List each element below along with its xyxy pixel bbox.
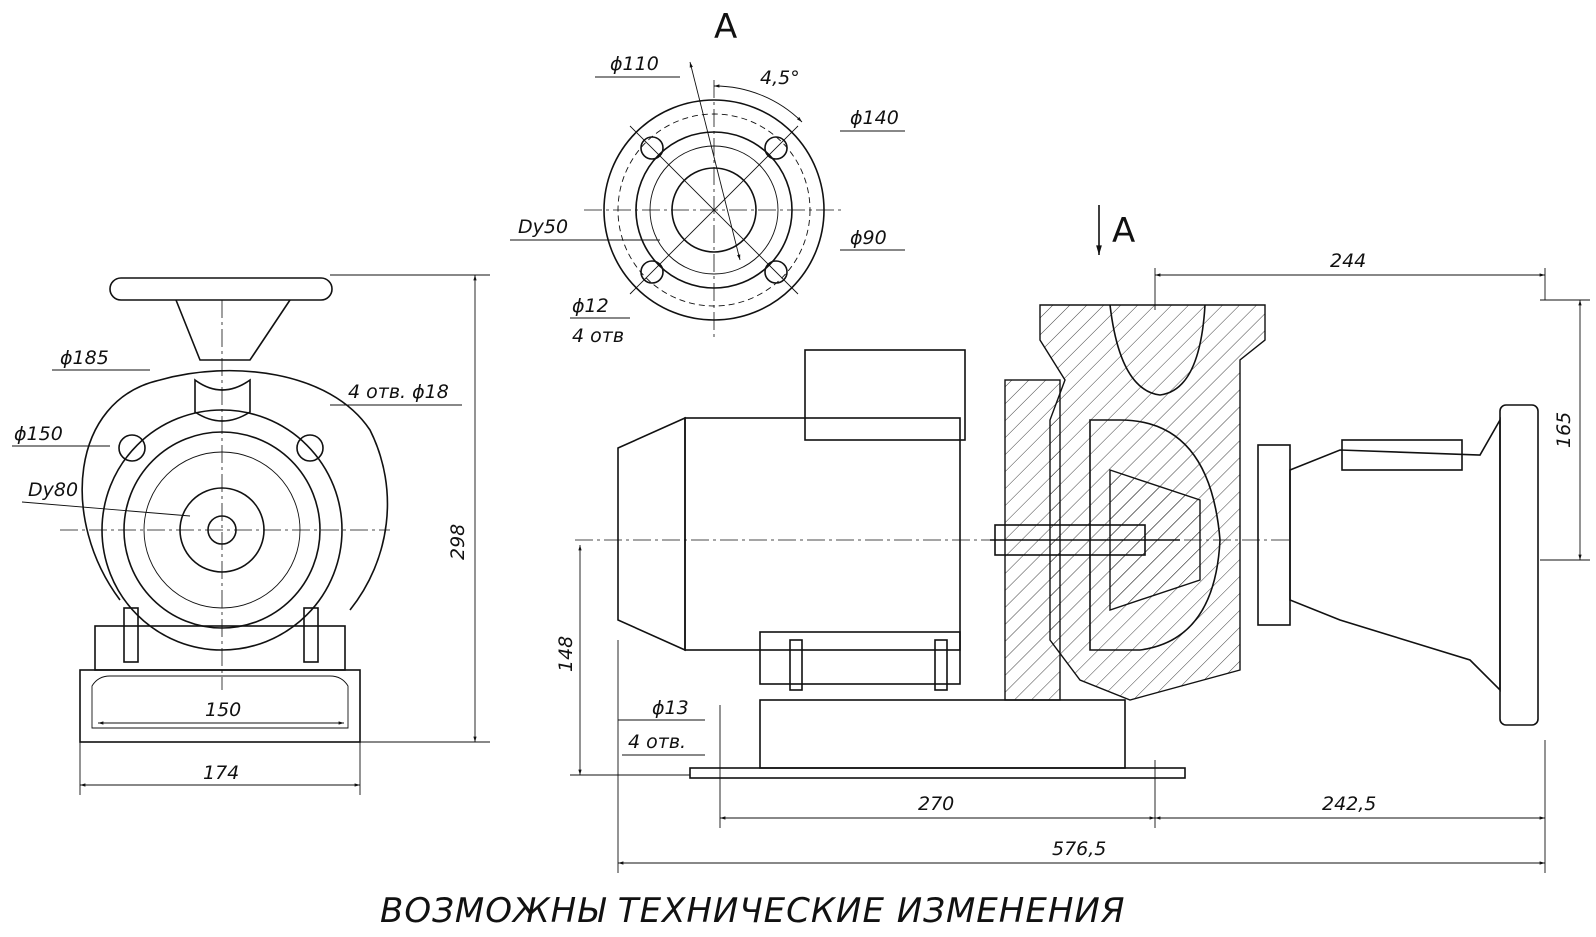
dim-phi150: ϕ150 (14, 423, 63, 445)
dim-244: 244 (1330, 250, 1366, 272)
dim-165: 165 (1553, 412, 1575, 448)
view-label-a: А (714, 7, 737, 47)
dim-phi12: ϕ12 (572, 295, 609, 317)
section-marker-a: А (1112, 211, 1135, 251)
dim-phi110: ϕ110 (610, 53, 659, 75)
dim-576-5: 576,5 (1052, 838, 1106, 860)
dim-dy80: Dy80 (28, 479, 78, 501)
dim-holes-4-base: 4 отв. (628, 731, 686, 753)
dim-150: 150 (205, 699, 241, 721)
dim-242-5: 242,5 (1322, 793, 1376, 815)
dim-phi90: ϕ90 (850, 227, 887, 249)
dim-phi185: ϕ185 (60, 347, 109, 369)
dim-phi13: ϕ13 (652, 697, 689, 719)
dim-148: 148 (555, 636, 577, 672)
pump-front-view: ϕ185 4 отв. ϕ18 ϕ150 Dy80 298 150 174 (12, 274, 490, 795)
dim-174: 174 (203, 762, 239, 784)
pump-side-section-view: А (555, 205, 1590, 873)
dim-298: 298 (447, 524, 469, 560)
dim-holes-phi18: 4 отв. ϕ18 (348, 381, 449, 403)
dim-holes-4: 4 отв (572, 325, 624, 347)
dim-dy50: Dy50 (518, 216, 568, 238)
flange-view-a: А ϕ110 4,5° ϕ140 ϕ90 Dy50 ϕ12 4 отв (510, 7, 905, 347)
dim-angle-45: 4,5° (760, 67, 800, 89)
dim-270: 270 (918, 793, 954, 815)
caption-technical-changes: ВОЗМОЖНЫ ТЕХНИЧЕСКИЕ ИЗМЕНЕНИЯ (380, 891, 1125, 931)
dim-phi140: ϕ140 (850, 107, 899, 129)
